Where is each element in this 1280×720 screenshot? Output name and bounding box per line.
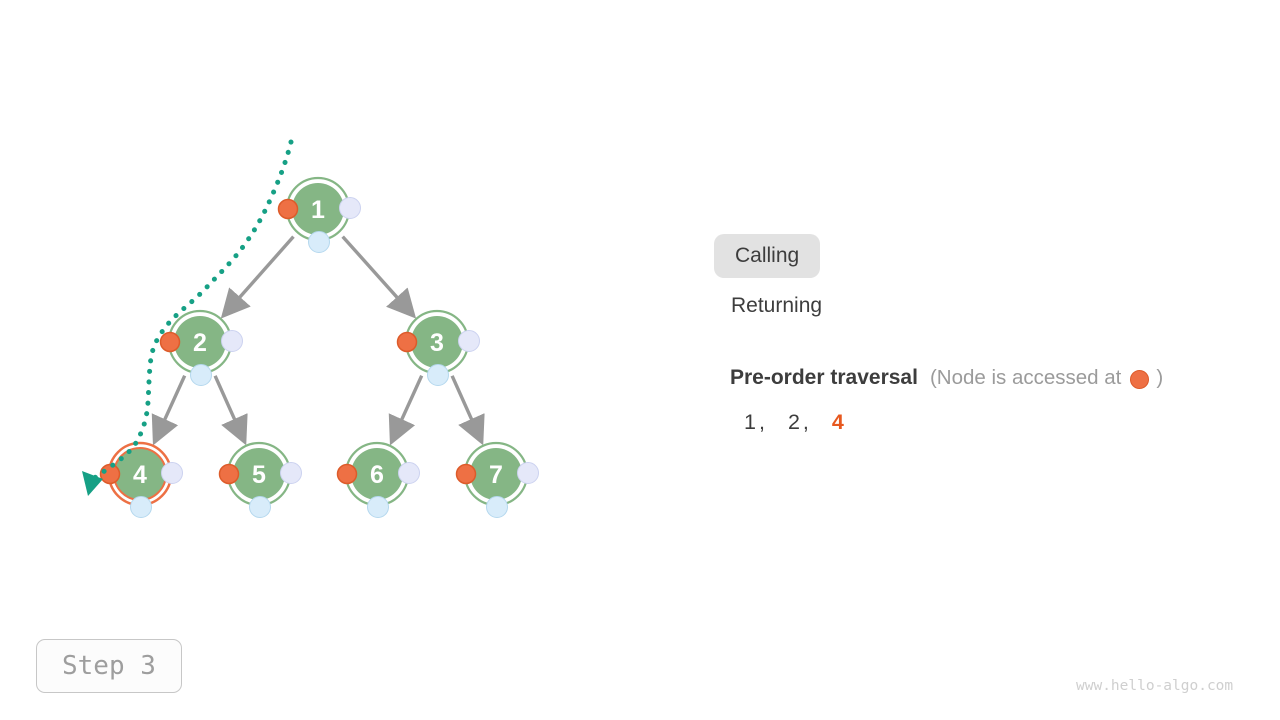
- tree-edge: [341, 235, 417, 319]
- tree-edge: [151, 374, 187, 446]
- traversal-note: (Node is accessed at ): [930, 366, 1163, 390]
- node-circle: [411, 316, 463, 368]
- preorder-access-dot: [336, 463, 358, 485]
- trace-arrowhead: [82, 471, 103, 496]
- sequence-separator: ,: [802, 410, 809, 434]
- node-label: 3: [430, 329, 444, 357]
- node-label: 1: [311, 196, 325, 224]
- node-label: 7: [489, 461, 503, 489]
- preorder-access-dot: [277, 198, 299, 220]
- node-label: 6: [370, 461, 384, 489]
- call-state-legend: Calling Returning: [714, 234, 822, 318]
- node-circle: [351, 448, 403, 500]
- calling-state-badge: Calling: [714, 234, 821, 278]
- inorder-access-dot: [367, 496, 389, 518]
- tree-node-7: 7: [455, 441, 539, 518]
- node-label: 5: [252, 461, 266, 489]
- inorder-access-dot: [486, 496, 508, 518]
- access-legend-dot: [1130, 369, 1150, 389]
- postorder-access-dot: [280, 462, 302, 484]
- tree-node-3: 3: [396, 309, 480, 386]
- tree-node-1: 1: [277, 176, 361, 253]
- watermark: www.hello-algo.com: [1076, 678, 1234, 694]
- tree-node-6: 6: [336, 441, 420, 518]
- preorder-access-dot: [218, 463, 240, 485]
- postorder-access-dot: [221, 330, 243, 352]
- postorder-access-dot: [161, 462, 183, 484]
- node-circle: [470, 448, 522, 500]
- preorder-access-dot: [159, 331, 181, 353]
- sequence-value: 4: [831, 410, 844, 434]
- node-circle: [292, 183, 344, 235]
- traversal-title: Pre-order traversal: [730, 366, 918, 389]
- node-label: 2: [193, 329, 207, 357]
- step-badge: Step 3: [36, 639, 182, 693]
- node-circle: [174, 316, 226, 368]
- sequence-separator: ,: [758, 410, 765, 434]
- node-circle: [233, 448, 285, 500]
- preorder-access-dot: [99, 463, 121, 485]
- sequence-value: 1: [744, 410, 756, 434]
- preorder-access-dot: [455, 463, 477, 485]
- traversal-sequence: 1,2,4: [744, 410, 844, 435]
- traversal-trace: [90, 139, 294, 482]
- traversal-note-suffix: ): [1156, 366, 1164, 389]
- postorder-access-dot: [398, 462, 420, 484]
- preorder-access-dot: [396, 331, 418, 353]
- tree-edge: [220, 235, 295, 319]
- postorder-access-dot: [458, 330, 480, 352]
- returning-state-label: Returning: [731, 294, 823, 317]
- tree-node-5: 5: [218, 441, 302, 518]
- tree-edge: [450, 375, 485, 446]
- tree-node-4: 4: [99, 441, 183, 518]
- node-label: 4: [133, 461, 147, 489]
- postorder-access-dot: [339, 197, 361, 219]
- sequence-value: 2: [787, 410, 800, 434]
- traversal-caption: Pre-order traversal (Node is accessed at…: [730, 366, 1163, 390]
- inorder-access-dot: [427, 364, 449, 386]
- tree-edge: [388, 374, 424, 446]
- tree-edge: [213, 375, 248, 446]
- inorder-access-dot: [308, 231, 330, 253]
- tree-node-2: 2: [159, 309, 243, 386]
- inorder-access-dot: [249, 496, 271, 518]
- traversal-note-prefix: (Node is accessed at: [929, 366, 1122, 389]
- inorder-access-dot: [130, 496, 152, 518]
- postorder-access-dot: [517, 462, 539, 484]
- inorder-access-dot: [190, 364, 212, 386]
